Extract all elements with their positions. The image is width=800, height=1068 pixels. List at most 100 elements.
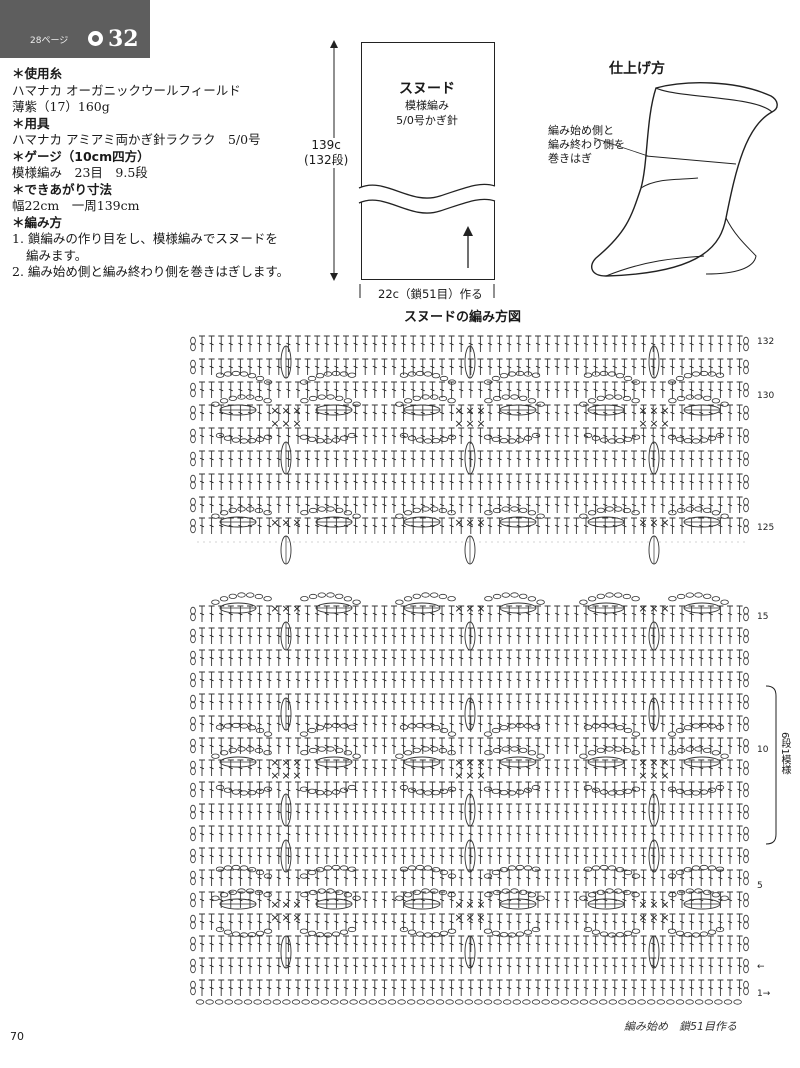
motif-band-5: ×××××××××××××××××× bbox=[211, 839, 729, 969]
svg-text:×: × bbox=[649, 756, 658, 769]
dc-row-lower-7 bbox=[190, 759, 749, 776]
svg-text:×: × bbox=[649, 417, 658, 430]
svg-text:×: × bbox=[292, 602, 301, 615]
svg-text:×: × bbox=[454, 417, 463, 430]
svg-text:×: × bbox=[454, 756, 463, 769]
pattern-header-tab: 28ページ 32 bbox=[0, 0, 150, 58]
dc-row-upper-2 bbox=[190, 381, 749, 398]
svg-text:×: × bbox=[638, 911, 647, 924]
motif-band-upper: ×××××××××××××××××× bbox=[211, 345, 729, 475]
dc-row-lower-13 bbox=[190, 891, 749, 908]
svg-text:×: × bbox=[454, 911, 463, 924]
svg-text:×: × bbox=[281, 898, 290, 911]
row-label-5: 5 bbox=[757, 881, 763, 891]
finishing-note: 編み始め側と 編み終わり側を 巻きはぎ bbox=[548, 124, 625, 165]
svg-text:×: × bbox=[270, 417, 279, 430]
svg-text:×: × bbox=[660, 417, 669, 430]
svg-text:×: × bbox=[476, 417, 485, 430]
method-heading: ＊編み方 bbox=[12, 214, 63, 230]
pattern-number: 32 bbox=[108, 26, 139, 52]
row-label-10: 10 bbox=[757, 745, 769, 755]
svg-text:×: × bbox=[281, 756, 290, 769]
tools-line: ハマナカ アミアミ両かぎ針ラクラク 5/0号 bbox=[12, 132, 261, 147]
finishing-title: 仕上げ方 bbox=[609, 61, 665, 77]
row-label-1: 1→ bbox=[757, 989, 771, 999]
motif-band-10: ×××××××××××××××××× bbox=[211, 697, 729, 827]
dc-row-lower-0 bbox=[190, 605, 749, 622]
svg-text:×: × bbox=[638, 516, 647, 529]
svg-text:×: × bbox=[649, 898, 658, 911]
svg-text:×: × bbox=[649, 404, 658, 417]
snood-schematic bbox=[361, 42, 495, 280]
gauge-line: 模様編み 23目 9.5段 bbox=[12, 165, 148, 180]
dc-row-lower-12 bbox=[190, 869, 749, 886]
svg-text:×: × bbox=[281, 404, 290, 417]
svg-text:×: × bbox=[660, 911, 669, 924]
row-label-125: 125 bbox=[757, 523, 775, 533]
snood-subtitle: 模様編み 5/0号かぎ針 bbox=[396, 99, 458, 127]
foundation-chain bbox=[195, 999, 742, 1005]
dc-row-lower-10 bbox=[190, 825, 749, 842]
svg-text:×: × bbox=[281, 769, 290, 782]
svg-text:×: × bbox=[292, 756, 301, 769]
crochet-stitch-chart: ××××××××××××××××××××××××××××××××××××××××… bbox=[190, 335, 749, 1005]
dc-row-lower-6 bbox=[190, 737, 749, 754]
svg-text:×: × bbox=[270, 602, 279, 615]
materials-info: ＊使用糸 ハマナカ オーガニックウールフィールド 薄紫（17）160g ＊用具 … bbox=[12, 66, 302, 281]
svg-text:×: × bbox=[281, 417, 290, 430]
dc-row-lower-9 bbox=[190, 803, 749, 820]
svg-text:×: × bbox=[638, 756, 647, 769]
dc-row-lower-8 bbox=[190, 781, 749, 798]
width-dimension: 22c（鎖51目）作る bbox=[378, 287, 483, 301]
svg-text:×: × bbox=[476, 898, 485, 911]
dc-row-lower-17 bbox=[190, 979, 749, 996]
method-step-1-cont: 編みます。 bbox=[26, 247, 88, 263]
page-number: 70 bbox=[10, 1030, 24, 1043]
yarn-heading: ＊使用糸 bbox=[12, 66, 63, 81]
method-step-2: 2. 編み始め側と編み終わり側を巻きはぎします。 bbox=[12, 264, 290, 279]
svg-text:×: × bbox=[454, 516, 463, 529]
svg-text:×: × bbox=[465, 898, 474, 911]
snood-title: スヌード bbox=[399, 81, 455, 97]
svg-text:×: × bbox=[270, 404, 279, 417]
dc-row-lower-15 bbox=[190, 935, 749, 952]
svg-text:×: × bbox=[649, 602, 658, 615]
row-label-15: 15 bbox=[757, 612, 769, 622]
yarn-amount: 薄紫（17）160g bbox=[12, 99, 110, 114]
svg-text:×: × bbox=[270, 756, 279, 769]
svg-text:×: × bbox=[292, 516, 301, 529]
dc-row-upper-7 bbox=[190, 496, 749, 513]
row-direction-arrow: ← bbox=[757, 962, 765, 972]
length-dimension: 139c (132段) bbox=[304, 138, 349, 168]
svg-text:×: × bbox=[476, 404, 485, 417]
svg-text:×: × bbox=[465, 602, 474, 615]
svg-text:×: × bbox=[281, 911, 290, 924]
dc-row-upper-5 bbox=[190, 450, 749, 467]
svg-text:×: × bbox=[281, 602, 290, 615]
dc-row-upper-1 bbox=[190, 358, 749, 375]
svg-text:×: × bbox=[476, 769, 485, 782]
svg-text:×: × bbox=[476, 602, 485, 615]
svg-text:×: × bbox=[454, 602, 463, 615]
svg-text:×: × bbox=[454, 898, 463, 911]
size-line: 幅22cm 一周139cm bbox=[12, 198, 140, 213]
svg-text:×: × bbox=[649, 516, 658, 529]
svg-text:×: × bbox=[660, 756, 669, 769]
tools-heading: ＊用具 bbox=[12, 115, 50, 131]
svg-text:×: × bbox=[660, 516, 669, 529]
svg-text:×: × bbox=[465, 516, 474, 529]
dc-row-upper-0 bbox=[190, 335, 749, 352]
svg-text:×: × bbox=[638, 769, 647, 782]
dc-row-upper-4 bbox=[190, 427, 749, 444]
svg-text:×: × bbox=[454, 404, 463, 417]
svg-text:×: × bbox=[476, 911, 485, 924]
ring-icon bbox=[88, 31, 103, 46]
svg-text:×: × bbox=[638, 898, 647, 911]
svg-text:×: × bbox=[292, 404, 301, 417]
svg-text:×: × bbox=[638, 417, 647, 430]
size-heading: ＊できあがり寸法 bbox=[12, 181, 113, 197]
row-label-130: 130 bbox=[757, 391, 775, 401]
dc-row-lower-1 bbox=[190, 627, 749, 644]
dc-row-lower-3 bbox=[190, 671, 749, 688]
chart-start-note: 編み始め 鎖51目作る bbox=[624, 1020, 737, 1033]
